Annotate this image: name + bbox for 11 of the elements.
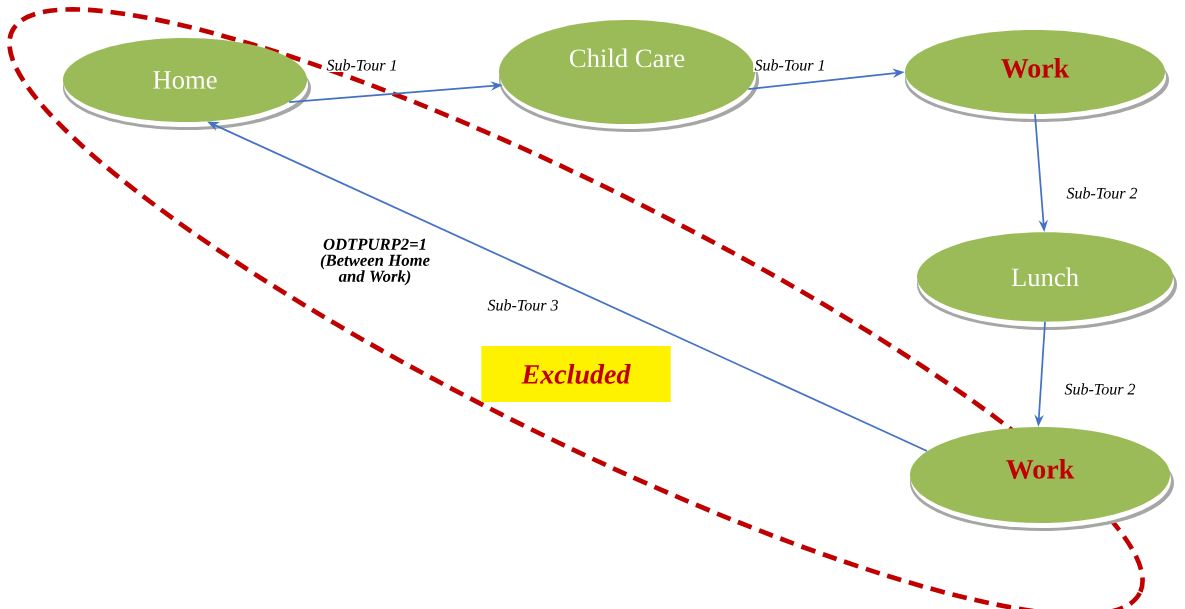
edge-label: Sub-Tour 1 xyxy=(325,58,399,72)
edge-label: Sub-Tour 2 xyxy=(1065,186,1139,200)
edge-label: Sub-Tour 3 xyxy=(486,298,560,312)
highlight-box: Excluded xyxy=(481,346,671,402)
oval-node: Home xyxy=(63,38,311,130)
oval-node: Lunch xyxy=(917,232,1177,330)
oval-node: Work xyxy=(910,427,1174,531)
oval-node: Work xyxy=(905,30,1169,122)
note: ODTPURP2=1 (Between Home and Work) xyxy=(320,238,430,286)
edge-label: Sub-Tour 1 xyxy=(753,58,827,72)
edge-label: Sub-Tour 2 xyxy=(1063,382,1137,396)
